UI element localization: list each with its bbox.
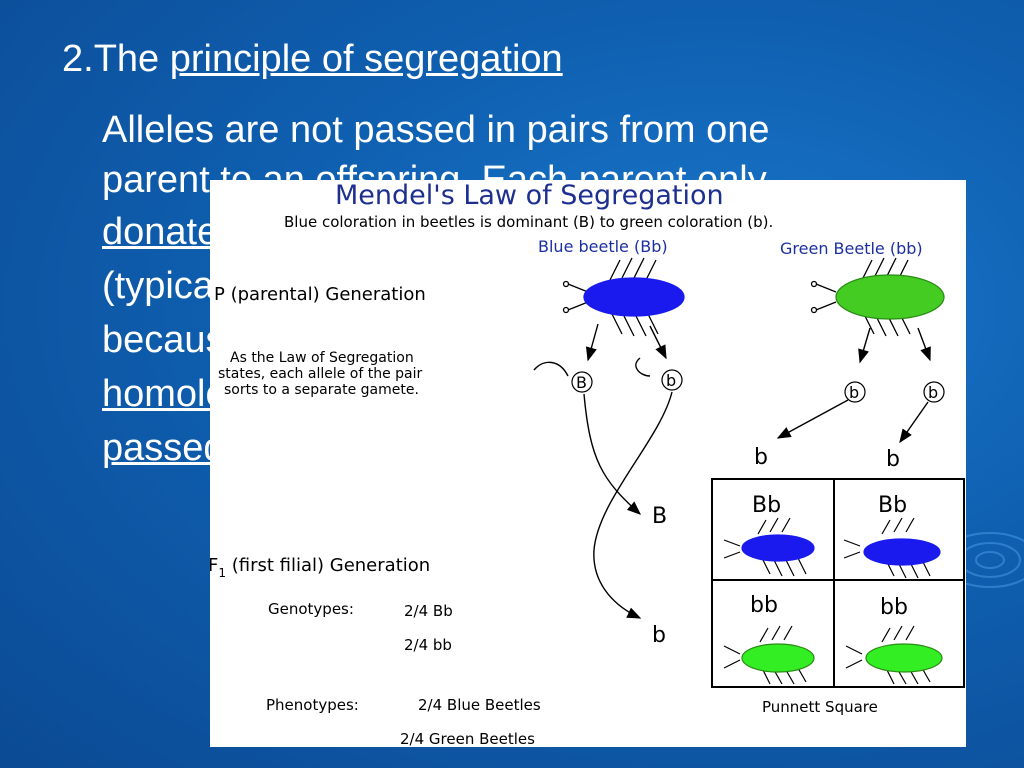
- phenotypes-label: Phenotypes:: [266, 696, 359, 714]
- blue-gamete-arrows: [533, 323, 667, 377]
- green-parent-beetle-icon: [810, 257, 945, 337]
- heading-number: 2.: [62, 38, 94, 80]
- row-allele-2: b: [652, 623, 666, 648]
- slide-heading: 2.The principle of segregation: [62, 38, 563, 81]
- genotypes-label: Genotypes:: [268, 600, 354, 618]
- genotype-1: 2/4 Bb: [404, 602, 453, 620]
- row-allele-1: B: [652, 504, 667, 529]
- green-offspring-beetle-icon: [845, 625, 943, 685]
- blue-parent-beetle-icon: [562, 257, 685, 337]
- heading-prefix: The: [93, 38, 170, 80]
- segregation-figure: Mendel's Law of Segregation Blue colorat…: [210, 180, 966, 747]
- punnett-cell-2: Bb: [843, 493, 941, 579]
- column-allele-2: b: [886, 447, 900, 472]
- blue-offspring-beetle-icon: [843, 517, 941, 579]
- gamete-blue-2: b: [661, 369, 683, 391]
- svg-text:bb: bb: [880, 595, 908, 620]
- law-note-line-3: sorts to a separate gamete.: [224, 382, 419, 398]
- punnett-square-label: Punnett Square: [762, 698, 878, 716]
- figure-canvas: Mendel's Law of Segregation Blue colorat…: [210, 180, 965, 747]
- green-parent-label: Green Beetle (bb): [780, 239, 923, 258]
- svg-text:bb: bb: [750, 593, 778, 618]
- blue-offspring-beetle-icon: [723, 517, 815, 577]
- green-gamete-arrows: [858, 327, 931, 364]
- figure-title: Mendel's Law of Segregation: [335, 180, 724, 211]
- punnett-square: Bb Bb bb: [711, 478, 965, 688]
- law-note-line-1: As the Law of Segregation: [230, 350, 414, 366]
- figure-subtitle: Blue coloration in beetles is dominant (…: [284, 213, 773, 231]
- heading-term: principle of segregation: [169, 38, 563, 80]
- svg-text:B: B: [576, 373, 587, 392]
- punnett-cell-4: bb: [845, 595, 943, 685]
- body-line-1: Alleles are not passed in pairs from one: [102, 109, 770, 151]
- column-allele-1: b: [754, 445, 768, 470]
- svg-text:b: b: [849, 383, 859, 402]
- body-line-7: passed: [102, 427, 225, 469]
- svg-text:b: b: [666, 371, 676, 390]
- row-allele-arrows: [583, 391, 673, 619]
- svg-text:Bb: Bb: [878, 493, 907, 518]
- svg-text:Bb: Bb: [752, 493, 781, 518]
- gamete-blue-1: B: [571, 371, 593, 393]
- gamete-green-2: b: [923, 381, 945, 403]
- column-allele-arrows: [776, 399, 929, 444]
- phenotype-2: 2/4 Green Beetles: [400, 730, 535, 747]
- phenotype-1: 2/4 Blue Beetles: [418, 696, 541, 714]
- green-offspring-beetle-icon: [723, 625, 815, 685]
- blue-parent-label: Blue beetle (Bb): [538, 237, 668, 256]
- p-generation-label: P (parental) Generation: [214, 284, 426, 305]
- punnett-cell-3: bb: [723, 593, 815, 685]
- f1-generation-label: F1 (first filial) Generation: [210, 555, 430, 580]
- law-note-line-2: states, each allele of the pair: [218, 366, 423, 382]
- punnett-cell-1: Bb: [723, 493, 815, 577]
- genotype-2: 2/4 bb: [404, 636, 452, 654]
- gamete-green-1: b: [844, 381, 866, 403]
- svg-text:b: b: [928, 383, 938, 402]
